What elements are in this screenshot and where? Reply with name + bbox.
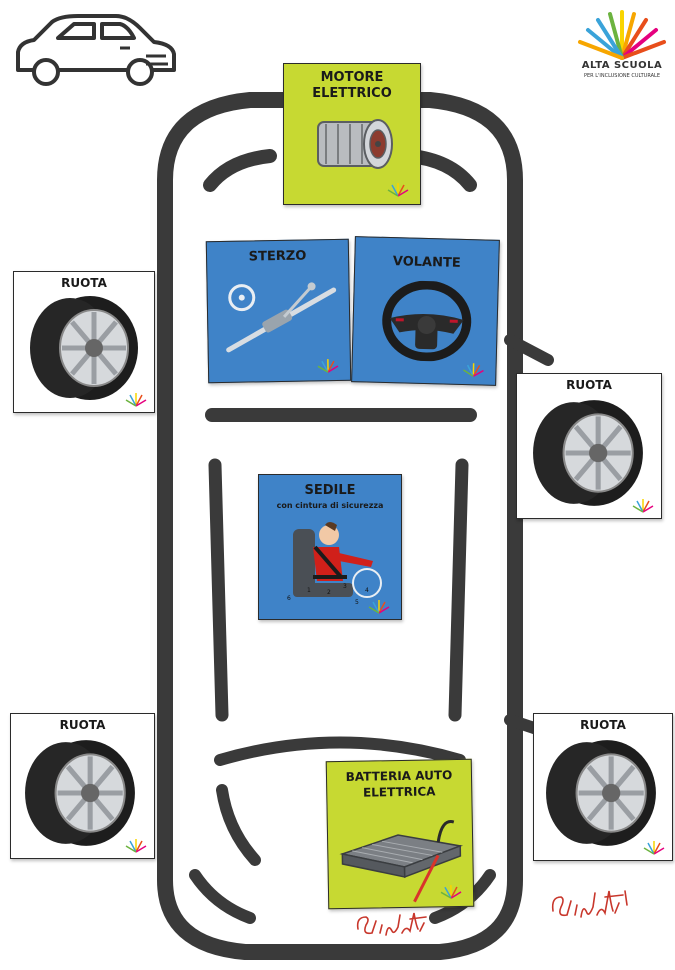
- ruota-title: RUOTA: [517, 378, 661, 392]
- motore-title-line1: MOTORE: [284, 70, 420, 86]
- card-logo-icon: [124, 390, 148, 408]
- steering-rack-icon: [221, 276, 342, 356]
- ev-battery-pack-icon: [338, 812, 465, 884]
- steering-wheel-icon: [381, 280, 473, 362]
- card-ruota-bottom-right: RUOTA: [533, 713, 673, 861]
- ruota-title: RUOTA: [534, 718, 672, 732]
- card-ruota-bottom-left: RUOTA: [10, 713, 155, 859]
- card-logo-icon: [642, 838, 666, 856]
- wheel-tire-icon: [544, 736, 660, 848]
- seat-callout-1: 1: [307, 587, 311, 594]
- electric-motor-icon: [308, 108, 398, 180]
- card-sterzo: STERZO: [206, 239, 351, 383]
- sedile-title: SEDILE: [259, 483, 401, 498]
- batteria-title-line2: ELETTRICA: [327, 784, 471, 801]
- wheel-tire-icon: [23, 736, 139, 848]
- card-logo-icon: [439, 882, 463, 900]
- batteria-title-line1: BATTERIA AUTO: [327, 768, 471, 785]
- card-volante: VOLANTE: [351, 236, 500, 386]
- card-motore-elettrico: MOTORE ELETTRICO: [283, 63, 421, 205]
- seat-callout-3: 3: [343, 583, 347, 590]
- card-ruota-top-left: RUOTA: [13, 271, 155, 413]
- volante-title: VOLANTE: [355, 253, 498, 272]
- card-sedile: SEDILE con cintura di sicurezza 1 2 3 4 …: [258, 474, 402, 620]
- card-logo-icon: [124, 836, 148, 854]
- wheel-tire-icon: [28, 292, 142, 402]
- handwritten-signature: [352, 905, 442, 945]
- sedile-subtitle: con cintura di sicurezza: [259, 501, 401, 510]
- card-batteria-auto-elettrica: BATTERIA AUTO ELETTRICA: [326, 759, 475, 910]
- motore-title-line2: ELETTRICO: [284, 86, 420, 102]
- sterzo-title: STERZO: [207, 248, 348, 265]
- seat-callout-2: 2: [327, 589, 331, 596]
- card-logo-icon: [386, 180, 410, 198]
- card-logo-icon: [461, 360, 485, 379]
- card-ruota-top-right: RUOTA: [516, 373, 662, 519]
- seat-callout-6: 6: [287, 595, 291, 602]
- card-logo-icon: [367, 597, 391, 615]
- handwritten-signature: [545, 885, 640, 925]
- ruota-title: RUOTA: [14, 276, 154, 290]
- seat-callout-4: 4: [365, 587, 369, 594]
- wheel-tire-icon: [531, 396, 647, 508]
- card-logo-icon: [631, 496, 655, 514]
- ruota-title: RUOTA: [11, 718, 154, 732]
- seat-callout-5: 5: [355, 599, 359, 606]
- card-logo-icon: [316, 356, 340, 374]
